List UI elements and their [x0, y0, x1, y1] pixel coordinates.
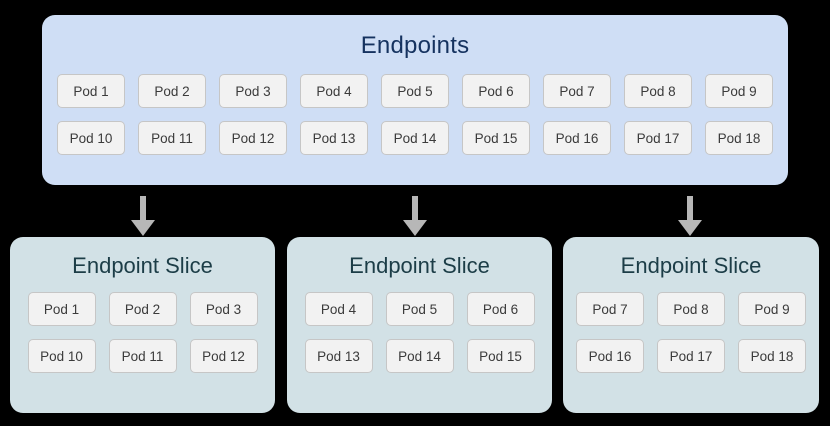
- pod-chip[interactable]: Pod 12: [219, 121, 287, 155]
- endpoints-pod-row: Pod 1 Pod 2 Pod 3 Pod 4 Pod 5 Pod 6 Pod …: [56, 74, 774, 108]
- endpoint-slice-pod-row: Pod 1 Pod 2 Pod 3: [10, 292, 275, 326]
- pod-chip[interactable]: Pod 14: [385, 339, 454, 373]
- pod-chip[interactable]: Pod 10: [27, 339, 96, 373]
- pod-chip[interactable]: Pod 2: [138, 74, 206, 108]
- pod-chip[interactable]: Pod 13: [304, 339, 373, 373]
- arrow-head: [678, 220, 702, 236]
- pod-chip[interactable]: Pod 5: [385, 292, 454, 326]
- endpoints-pod-grid: Pod 1 Pod 2 Pod 3 Pod 4 Pod 5 Pod 6 Pod …: [42, 74, 788, 155]
- arrow-down-icon: [131, 196, 155, 236]
- arrow-head: [403, 220, 427, 236]
- pod-chip[interactable]: Pod 9: [705, 74, 773, 108]
- endpoints-title: Endpoints: [360, 32, 470, 59]
- pod-chip[interactable]: Pod 11: [138, 121, 206, 155]
- pod-chip[interactable]: Pod 5: [381, 74, 449, 108]
- endpoint-slice-panel-2: Endpoint Slice Pod 4 Pod 5 Pod 6 Pod 13 …: [287, 237, 552, 413]
- endpoint-slice-pod-grid: Pod 1 Pod 2 Pod 3 Pod 10 Pod 11 Pod 12: [10, 292, 275, 373]
- endpoint-slice-pod-row: Pod 16 Pod 17 Pod 18: [563, 339, 819, 373]
- pod-chip[interactable]: Pod 12: [189, 339, 258, 373]
- pod-chip[interactable]: Pod 15: [466, 339, 535, 373]
- arrow-shaft: [412, 196, 418, 222]
- pod-chip[interactable]: Pod 3: [219, 74, 287, 108]
- pod-chip[interactable]: Pod 13: [300, 121, 368, 155]
- pod-chip[interactable]: Pod 18: [738, 339, 806, 373]
- endpoint-slice-pod-row: Pod 13 Pod 14 Pod 15: [287, 339, 552, 373]
- pod-chip[interactable]: Pod 17: [624, 121, 692, 155]
- pod-chip[interactable]: Pod 6: [462, 74, 530, 108]
- endpoint-slice-pod-grid: Pod 7 Pod 8 Pod 9 Pod 16 Pod 17 Pod 18: [563, 292, 819, 373]
- pod-chip[interactable]: Pod 14: [381, 121, 449, 155]
- pod-chip[interactable]: Pod 3: [189, 292, 258, 326]
- endpoint-slice-title: Endpoint Slice: [72, 253, 213, 278]
- pod-chip[interactable]: Pod 17: [657, 339, 725, 373]
- pod-chip[interactable]: Pod 7: [543, 74, 611, 108]
- endpoint-slice-panel-3: Endpoint Slice Pod 7 Pod 8 Pod 9 Pod 16 …: [563, 237, 819, 413]
- endpoint-slice-pod-row: Pod 7 Pod 8 Pod 9: [563, 292, 819, 326]
- arrow-shaft: [140, 196, 146, 222]
- pod-chip[interactable]: Pod 4: [304, 292, 373, 326]
- pod-chip[interactable]: Pod 4: [300, 74, 368, 108]
- arrow-down-icon: [403, 196, 427, 236]
- pod-chip[interactable]: Pod 10: [57, 121, 125, 155]
- endpoint-slice-pod-row: Pod 10 Pod 11 Pod 12: [10, 339, 275, 373]
- pod-chip[interactable]: Pod 8: [657, 292, 725, 326]
- arrow-head: [131, 220, 155, 236]
- pod-chip[interactable]: Pod 6: [466, 292, 535, 326]
- pod-chip[interactable]: Pod 1: [57, 74, 125, 108]
- endpoint-slice-title: Endpoint Slice: [620, 253, 762, 278]
- pod-chip[interactable]: Pod 11: [108, 339, 177, 373]
- endpoint-slice-title: Endpoint Slice: [349, 253, 490, 278]
- pod-chip[interactable]: Pod 1: [27, 292, 96, 326]
- pod-chip[interactable]: Pod 9: [738, 292, 806, 326]
- endpoints-pod-row: Pod 10 Pod 11 Pod 12 Pod 13 Pod 14 Pod 1…: [56, 121, 774, 155]
- pod-chip[interactable]: Pod 16: [543, 121, 611, 155]
- pod-chip[interactable]: Pod 16: [576, 339, 644, 373]
- endpoint-slice-panel-1: Endpoint Slice Pod 1 Pod 2 Pod 3 Pod 10 …: [10, 237, 275, 413]
- pod-chip[interactable]: Pod 8: [624, 74, 692, 108]
- arrow-shaft: [687, 196, 693, 222]
- arrow-down-icon: [678, 196, 702, 236]
- pod-chip[interactable]: Pod 15: [462, 121, 530, 155]
- pod-chip[interactable]: Pod 18: [705, 121, 773, 155]
- pod-chip[interactable]: Pod 2: [108, 292, 177, 326]
- endpoint-slice-pod-row: Pod 4 Pod 5 Pod 6: [287, 292, 552, 326]
- endpoint-slice-pod-grid: Pod 4 Pod 5 Pod 6 Pod 13 Pod 14 Pod 15: [287, 292, 552, 373]
- pod-chip[interactable]: Pod 7: [576, 292, 644, 326]
- endpoints-panel: Endpoints Pod 1 Pod 2 Pod 3 Pod 4 Pod 5 …: [42, 15, 788, 185]
